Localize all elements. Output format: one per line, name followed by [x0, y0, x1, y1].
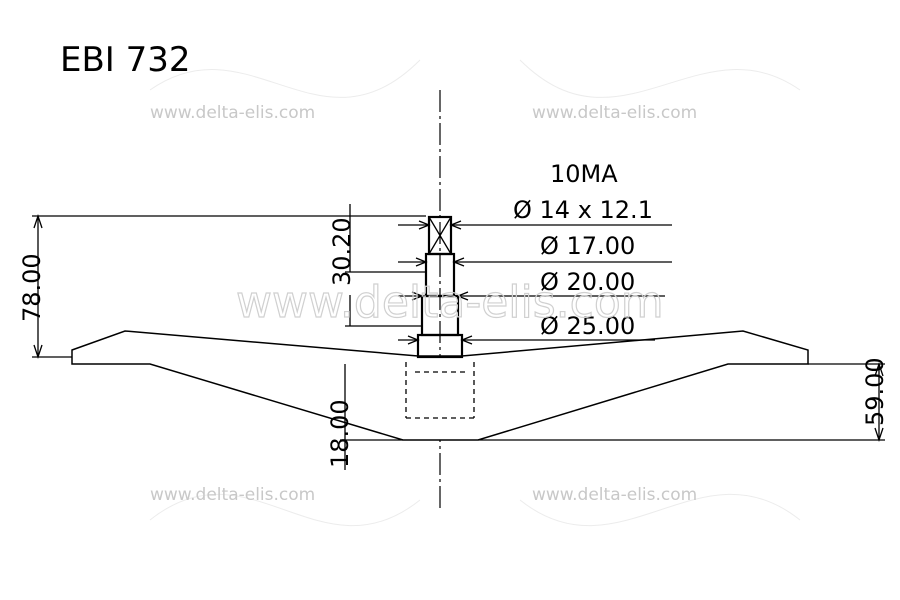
watermark-bottom-left: www.delta-elis.com [150, 485, 315, 505]
watermark-top-left: www.delta-elis.com [150, 103, 315, 123]
watermark-swirls [149, 59, 801, 527]
shaft-leaders [398, 220, 672, 345]
dim-overall-height-label: 78.00 [18, 253, 46, 322]
watermark-bottom-right: www.delta-elis.com [532, 485, 697, 505]
shaft-type-label: 10MA [550, 160, 618, 188]
dim-shaft-length-label: 30.20 [328, 217, 356, 286]
shaft [416, 215, 464, 359]
shaft-square-label: Ø 14 x 12.1 [513, 196, 653, 224]
dim-hub-depth: 18.00 [326, 364, 403, 470]
model-title: EBI 732 [60, 40, 191, 80]
shaft-d1-label: Ø 17.00 [540, 232, 635, 260]
dim-overall-height: 78.00 [18, 213, 426, 360]
dim-arm-height: 59.00 [478, 357, 889, 443]
shaft-d3-label: Ø 25.00 [540, 312, 635, 340]
dim-hub-depth-label: 18.00 [326, 399, 354, 468]
watermark-center: www.delta-elis.com [236, 277, 664, 328]
watermark-top-right: www.delta-elis.com [532, 103, 697, 123]
shaft-d2-label: Ø 20.00 [540, 268, 635, 296]
dim-arm-height-label: 59.00 [861, 357, 889, 426]
dim-shaft-length: 30.20 [328, 204, 426, 327]
hub-hidden [405, 362, 475, 419]
